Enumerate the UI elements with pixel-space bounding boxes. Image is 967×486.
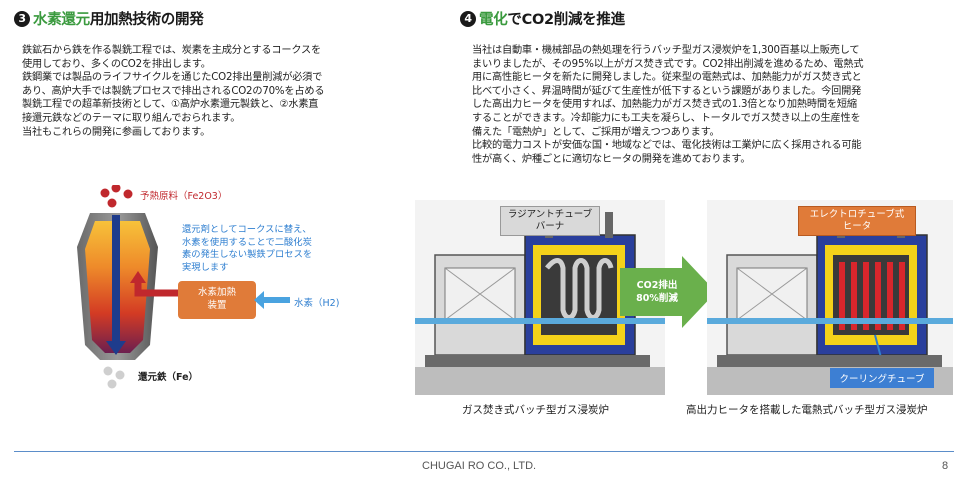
left-paragraph: 鉄鉱石から鉄を作る製銑工程では、炭素を主成分とするコークスを 使用しており、多く… — [22, 45, 325, 138]
down-flow-bar — [112, 215, 120, 343]
gas-fired-furnace-illustration — [415, 200, 665, 395]
chimney — [605, 212, 613, 238]
arrow-shape — [620, 256, 716, 328]
right-heading-highlight: 電化 — [479, 12, 508, 28]
ore-particle — [107, 198, 117, 208]
hydrogen-arrow-icon — [254, 291, 290, 309]
hydrogen-heater-label: 水素加熱 装置 — [197, 287, 236, 311]
preheat-label: 予熱原料（Fe2O3） — [140, 191, 228, 202]
right-furnace-caption: 高出力ヒータを搭載した電熱式バッチ型ガス浸炭炉 — [686, 404, 928, 416]
section-number-badge: 3 — [14, 11, 30, 27]
conveyor-rail — [415, 318, 665, 324]
iron-particle — [115, 370, 125, 380]
furnace-base — [425, 355, 650, 367]
left-heading-rest: 用加熱技術の開発 — [89, 12, 204, 28]
ore-particle — [100, 188, 110, 198]
ore-particle — [111, 185, 121, 193]
conveyor-rail — [707, 318, 953, 324]
cooling-tube-callout: クーリングチューブ — [830, 368, 934, 388]
co2-reduction-arrow — [620, 256, 716, 328]
hydrogen-note: 還元剤としてコークスに替え、 水素を使用することで二酸化炭 素の発生しない製鉄プ… — [182, 224, 313, 273]
up-arrow-icon — [130, 271, 146, 283]
electro-tube-heater — [899, 262, 905, 330]
floor — [415, 367, 665, 395]
electro-tube-heater — [875, 262, 881, 330]
electro-tube-heater — [839, 262, 845, 330]
left-furnace-caption: ガス焚き式バッチ型ガス浸炭炉 — [462, 404, 609, 416]
hydrogen-label: 水素（H2) — [294, 298, 340, 309]
electro-tube-heater — [863, 262, 869, 330]
page-number: 8 — [942, 460, 949, 472]
right-heading-rest: でCO2削減を推進 — [507, 12, 625, 28]
iron-particle — [103, 366, 113, 376]
ore-particle — [123, 189, 133, 199]
right-paragraph: 当社は自動車・機械部品の熱処理を行うバッチ型ガス浸炭炉を1,300百基以上販売し… — [472, 45, 864, 165]
blast-furnace-diagram — [77, 185, 290, 389]
radiant-tube-burner-callout: ラジアントチューブ バーナ — [500, 206, 600, 236]
furnace-base — [717, 355, 942, 367]
radiant-tube — [545, 258, 614, 320]
co2-reduction-label: CO2排出 80%削減 — [636, 280, 678, 304]
hydrogen-heater-box — [178, 281, 256, 319]
electro-tube-heater — [887, 262, 893, 330]
left-heading-highlight: 水素還元 — [33, 12, 90, 28]
down-arrow-icon — [106, 341, 126, 355]
iron-particle — [107, 379, 117, 389]
footer-divider — [14, 451, 954, 452]
electro-tube-heater — [851, 262, 857, 330]
window-cross — [736, 267, 808, 321]
reduced-iron-label: 還元鉄（Fe） — [138, 372, 199, 383]
electro-tube-heater-callout: エレクトロチューブ式 ヒータ — [798, 206, 916, 236]
footer-company: CHUGAI RO CO., LTD. — [422, 460, 537, 472]
window-cross — [444, 267, 516, 321]
gas-flow-line — [134, 281, 180, 297]
section-number-badge: 4 — [460, 11, 476, 27]
